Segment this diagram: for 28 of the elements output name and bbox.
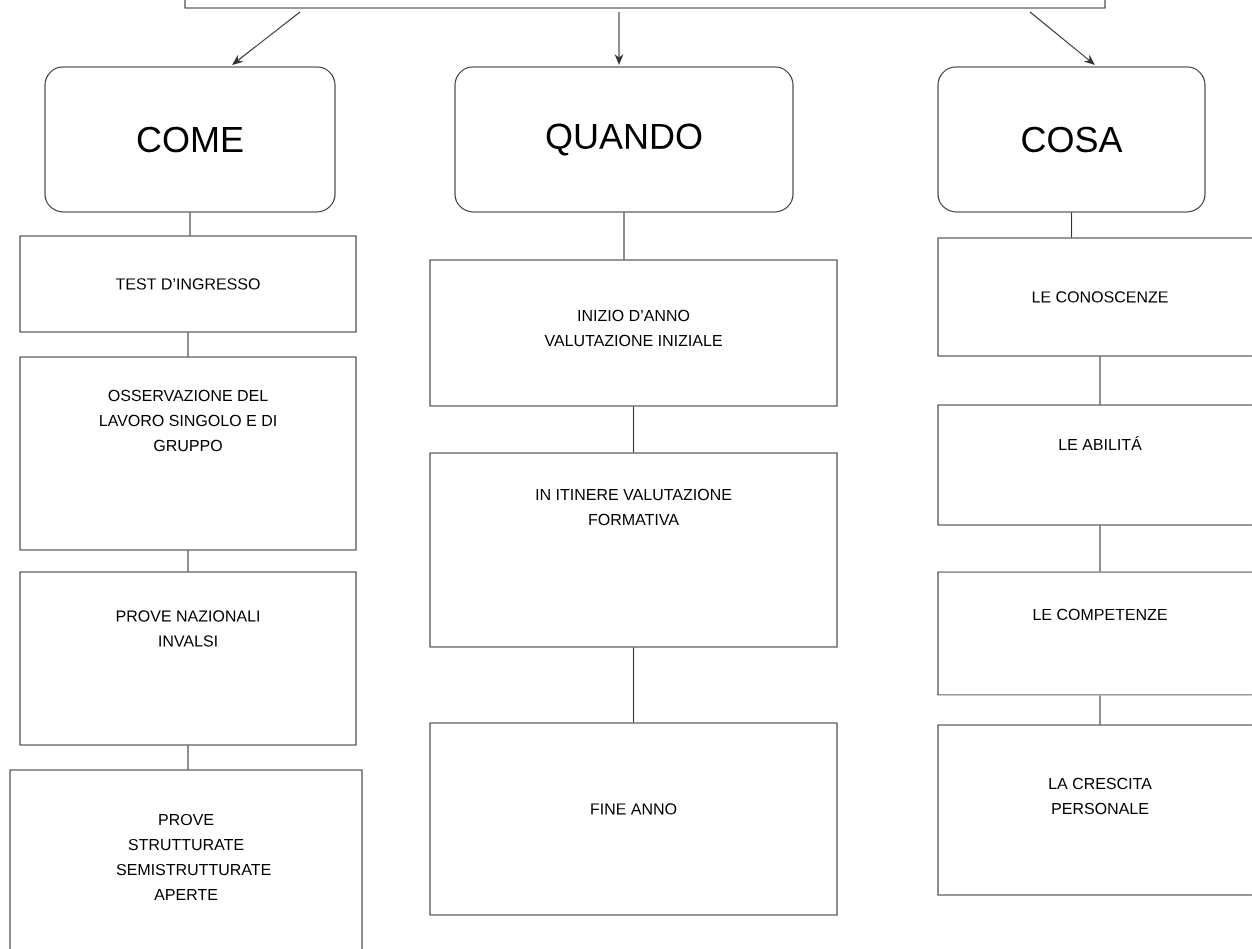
box <box>184 0 1106 9</box>
connector-line <box>632 647 635 723</box>
text-box: PROVE STRUTTURATE SEMISTRUTTURATE APERTE <box>9 769 363 949</box>
connector-line <box>1099 356 1101 405</box>
connector-line <box>632 406 635 453</box>
text-box: INIZIO D’ANNO VALUTAZIONE INIZIALE <box>429 259 838 407</box>
connector-line <box>187 745 189 770</box>
text-box: OSSERVAZIONE DEL LAVORO SINGOLO E DI GRUPPO <box>19 356 357 551</box>
rounded-box: QUANDO <box>454 66 794 213</box>
connector-line <box>1099 695 1101 725</box>
rounded-box: COSA <box>937 66 1206 213</box>
arrow <box>232 11 301 65</box>
connector-line <box>623 212 625 260</box>
text-box: IN ITINERE VALUTAZIONE FORMATIVA <box>429 452 838 648</box>
text-box: TEST D’INGRESSO <box>19 235 357 333</box>
rounded-box: COME <box>44 66 336 213</box>
arrow <box>1029 11 1095 65</box>
connector-line <box>187 550 189 572</box>
text-box: LE CONOSCENZE <box>937 237 1252 357</box>
text-box: LE ABILITÁ <box>937 404 1252 526</box>
text-box: PROVE NAZIONALI INVALSI <box>19 571 357 746</box>
text-box: LA CRESCITA PERSONALE <box>937 724 1252 896</box>
connector-line <box>1070 212 1073 238</box>
text-box: LE COMPETENZE <box>937 571 1252 696</box>
connector-line <box>189 212 191 236</box>
connector-line <box>1099 525 1101 572</box>
text-box: FINE ANNO <box>429 722 838 916</box>
connector-line <box>187 332 189 357</box>
